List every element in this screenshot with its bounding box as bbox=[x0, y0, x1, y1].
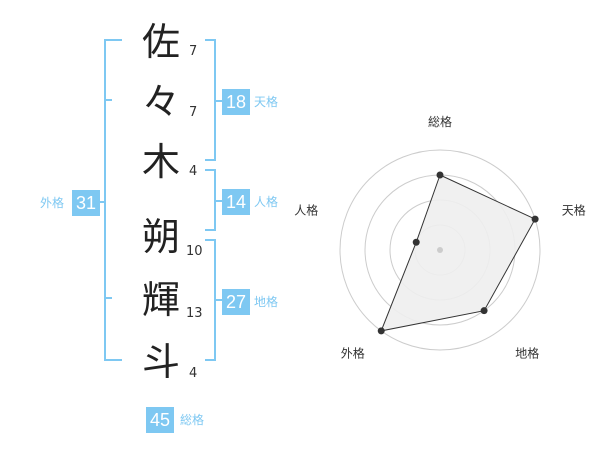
soukaku-label: 総格 bbox=[180, 413, 205, 427]
name-char-5: 輝 bbox=[141, 278, 180, 322]
gaikaku-bracket bbox=[104, 39, 122, 361]
stroke-count-5: 13 bbox=[186, 306, 203, 321]
name-char-3: 木 bbox=[141, 140, 180, 184]
radar-grid-ring bbox=[339, 149, 541, 351]
stroke-count-3: 4 bbox=[189, 164, 198, 179]
name-char-6: 斗 bbox=[141, 340, 180, 384]
radar-axis-label-3: 地格 bbox=[515, 346, 539, 361]
radar-area bbox=[380, 174, 536, 332]
name-char-2: 々 bbox=[141, 80, 180, 124]
tenkaku-label: 天格 bbox=[254, 95, 279, 109]
radar-point-5 bbox=[412, 238, 420, 246]
chikaku-score: 27 bbox=[222, 289, 250, 315]
stroke-count-1: 7 bbox=[189, 44, 198, 59]
tenkaku-score: 18 bbox=[222, 89, 250, 115]
jinkaku-score: 14 bbox=[222, 189, 250, 215]
soukaku-score: 45 bbox=[146, 407, 174, 433]
radar-point-3 bbox=[480, 307, 488, 315]
gaikaku-score: 31 bbox=[72, 190, 100, 216]
radar-axis-label-5: 人格 bbox=[294, 202, 318, 217]
gaikaku-label: 外格 bbox=[40, 196, 65, 210]
radar-point-1 bbox=[436, 171, 444, 179]
radar-axis-label-1: 総格 bbox=[428, 114, 452, 129]
radar-axis-label-2: 天格 bbox=[562, 202, 586, 217]
jinkaku-label: 人格 bbox=[254, 195, 279, 209]
stroke-count-6: 4 bbox=[189, 366, 198, 381]
stroke-count-4: 10 bbox=[186, 244, 203, 259]
radar-center bbox=[437, 247, 443, 253]
radar-point-4 bbox=[377, 327, 385, 335]
radar-point-2 bbox=[531, 215, 539, 223]
name-char-4: 朔 bbox=[141, 215, 180, 259]
radar-axis-label-4: 外格 bbox=[341, 346, 365, 361]
stroke-count-2: 7 bbox=[189, 105, 198, 120]
chikaku-label: 地格 bbox=[254, 295, 279, 309]
name-char-1: 佐 bbox=[141, 20, 180, 64]
